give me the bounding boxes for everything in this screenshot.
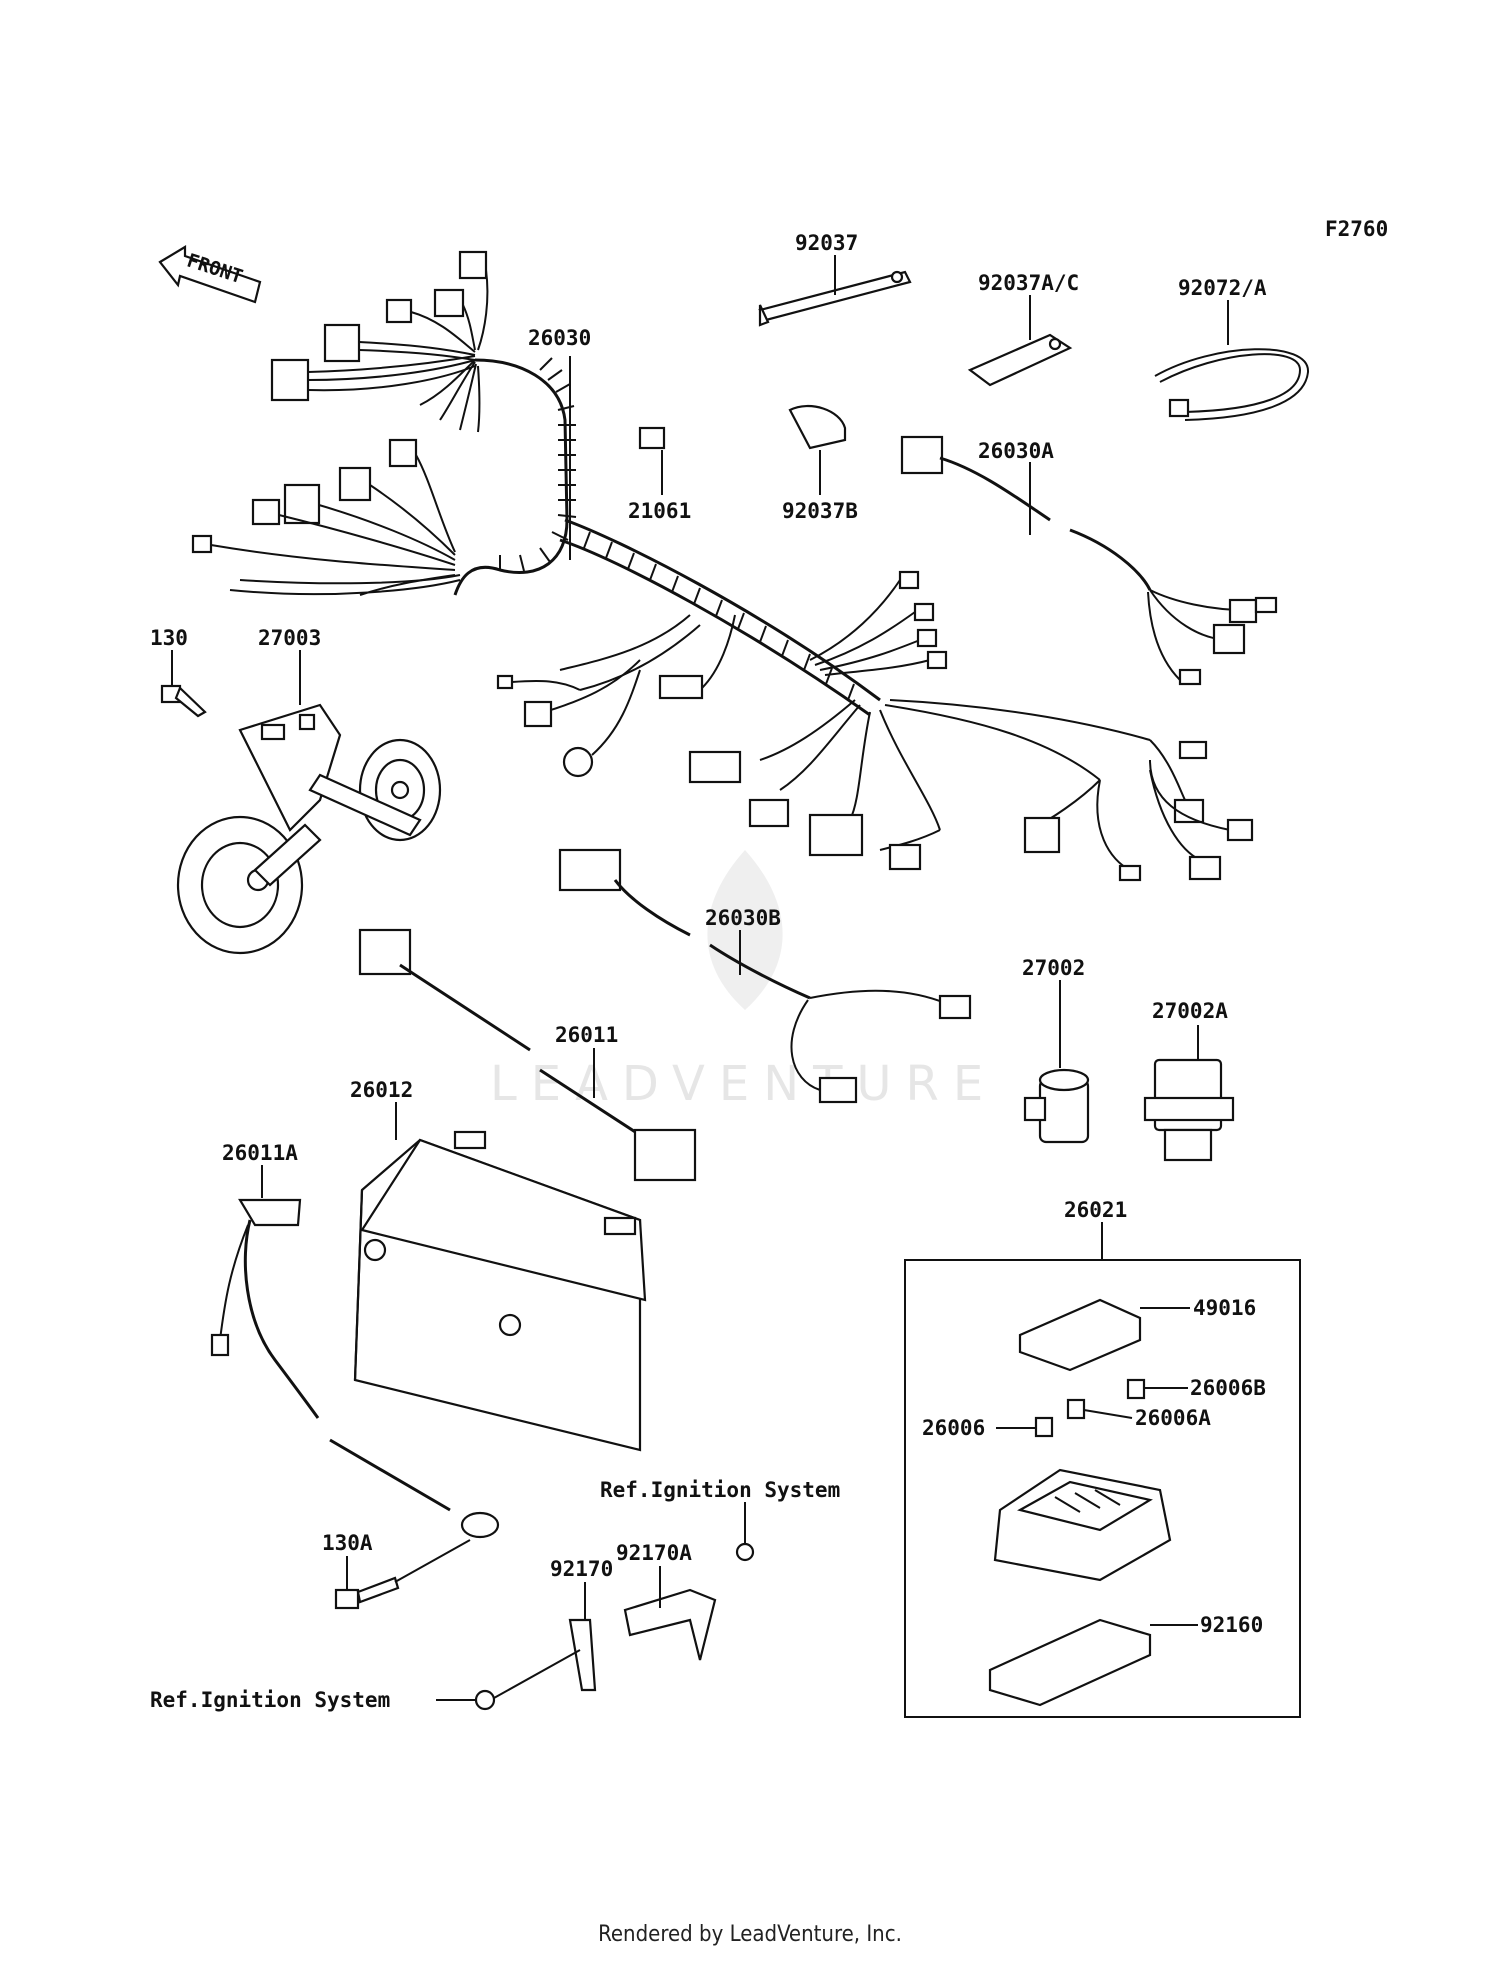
- part-26030A: 26030A: [900, 435, 1278, 686]
- label-26006: 26006: [922, 1416, 985, 1440]
- part-130A: 130A: [322, 1531, 471, 1610]
- label-26011A: 26011A: [222, 1141, 298, 1165]
- label-92037: 92037: [795, 231, 858, 255]
- connector-cluster-top: [270, 250, 489, 433]
- label-92170: 92170: [550, 1557, 613, 1581]
- connector-cluster-left: [191, 438, 461, 596]
- part-27003: 27003: [176, 626, 442, 955]
- label-92037B: 92037B: [782, 499, 858, 523]
- front-arrow-icon: FRONT: [158, 245, 262, 304]
- part-92037AC: 92037A/C: [967, 271, 1079, 387]
- label-49016: 49016: [1193, 1296, 1256, 1320]
- label-92160: 92160: [1200, 1613, 1263, 1637]
- part-92170A: 92170A Ref.Ignition System: [600, 1478, 840, 1661]
- part-26021: 26021 49016 26006B 26006A 26006 92160: [904, 1198, 1301, 1718]
- part-92037B: 92037B: [782, 405, 858, 523]
- label-92170A: 92170A: [616, 1541, 692, 1565]
- label-130: 130: [150, 626, 188, 650]
- label-26021: 26021: [1064, 1198, 1127, 1222]
- part-92037: 92037: [758, 231, 912, 327]
- main-harness: 26030: [191, 250, 1254, 882]
- part-27002: 27002: [1022, 956, 1090, 1144]
- label-26030A: 26030A: [978, 439, 1054, 463]
- part-21061: 21061: [628, 426, 691, 523]
- trunk-wrap: [583, 531, 855, 701]
- coil-wrap: [499, 357, 577, 572]
- label-130A: 130A: [322, 1531, 373, 1555]
- part-26030B: 26030B: [558, 848, 972, 1104]
- label-26012: 26012: [350, 1078, 413, 1102]
- part-130: 130: [150, 626, 207, 718]
- part-26011: 26011: [358, 928, 697, 1182]
- label-92072A: 92072/A: [1178, 276, 1267, 300]
- part-92072A: 92072/A: [1154, 276, 1310, 421]
- label-27003: 27003: [258, 626, 321, 650]
- label-26030B: 26030B: [705, 906, 781, 930]
- watermark: LEADVENTURE: [490, 850, 997, 1112]
- label-27002: 27002: [1022, 956, 1085, 980]
- footer-credit: Rendered by LeadVenture, Inc.: [598, 1922, 902, 1947]
- watermark-text: LEADVENTURE: [490, 1056, 997, 1112]
- label-21061: 21061: [628, 499, 691, 523]
- label-26006B: 26006B: [1190, 1376, 1266, 1400]
- fuse-26006: [1034, 1416, 1054, 1438]
- label-26011: 26011: [555, 1023, 618, 1047]
- fuse-26006A: [1066, 1398, 1086, 1420]
- ref-ignition-label-1: Ref.Ignition System: [600, 1478, 840, 1502]
- fuse-26006B: [1126, 1378, 1146, 1400]
- figure-code: F2760: [1325, 217, 1388, 241]
- trunk-branches: [496, 570, 1254, 882]
- part-27002A: 27002A: [1143, 999, 1235, 1162]
- label-27002A: 27002A: [1152, 999, 1228, 1023]
- label-26006A: 26006A: [1135, 1406, 1211, 1430]
- part-92170: 92170 Ref.Ignition System: [150, 1557, 613, 1712]
- ref-ignition-label-2: Ref.Ignition System: [150, 1688, 390, 1712]
- label-92037AC: 92037A/C: [978, 271, 1079, 295]
- part-26011A: 26011A: [210, 1141, 500, 1539]
- part-26012: 26012: [350, 1078, 647, 1452]
- label-26030: 26030: [528, 326, 591, 350]
